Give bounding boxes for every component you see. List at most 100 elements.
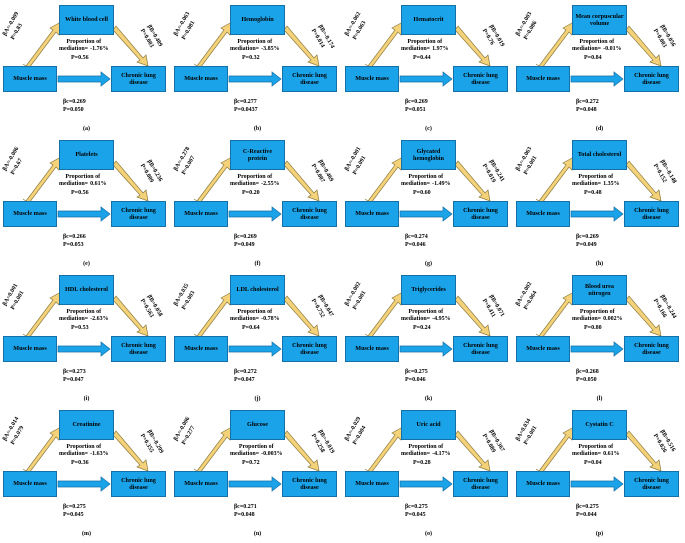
path-b-arrow (112, 430, 149, 472)
mediation-prefix: Proportion of (408, 309, 444, 315)
outcome-box: Chronic lung disease (453, 336, 508, 362)
mediation-line: mediation=0.61% (59, 181, 107, 188)
mediation-prefix: Proportion of (237, 309, 273, 315)
p-c-label: P=0.046 (405, 242, 426, 248)
p-c-label: P=0.050 (63, 107, 84, 113)
outcome-box: Chronic lung disease (282, 201, 337, 227)
outcome-box: Chronic lung disease (453, 201, 508, 227)
mediation-value: 0.002% (603, 316, 623, 323)
path-a-arrow (535, 156, 575, 204)
beta-c-label: βc=0.273 (63, 369, 86, 375)
mediation-line: mediation=-4.17% (401, 451, 451, 458)
path-b-arrow (112, 25, 149, 67)
path-a-arrow (364, 21, 404, 69)
mediator-box: Hematocrit (401, 5, 456, 35)
panel-label: (n) (253, 531, 262, 537)
mediation-value: -0.78% (261, 316, 280, 323)
mediation-p-value: P=0.80 (584, 325, 602, 331)
mediator-box: White blood cell (59, 5, 114, 35)
path-c-arrow (570, 206, 624, 222)
mediation-line: mediation=-1.76% (59, 46, 109, 53)
mediation-line: mediation=-4.95% (401, 316, 451, 323)
mediation-value: -4.17% (432, 451, 451, 458)
path-b-arrow (454, 25, 491, 67)
mediation-prefix: Proportion of (578, 174, 614, 180)
path-c-arrow (57, 341, 111, 357)
mediation-label: mediation= (572, 181, 602, 188)
mediation-prefix: Proportion of (66, 309, 102, 315)
beta-c-label: βc=0.269 (405, 99, 428, 105)
mediator-box: Total cholesterol (572, 140, 627, 170)
path-b-arrow (454, 295, 491, 337)
beta-c-label: βc=0.277 (234, 99, 257, 105)
path-b-arrow (625, 25, 662, 67)
path-c-arrow (570, 341, 624, 357)
path-c-arrow (57, 476, 111, 492)
p-c-label: P=0.051 (405, 107, 426, 113)
exposure-box: Muscle mass (345, 336, 399, 362)
path-a-arrow (364, 156, 404, 204)
mediation-prefix: Proportion of (238, 444, 274, 450)
exposure-box: Muscle mass (345, 201, 399, 227)
path-c-arrow (228, 476, 282, 492)
mediator-box: Mean corpuscular volume (572, 5, 627, 35)
beta-c-label: βc=0.268 (576, 369, 599, 375)
exposure-box: Muscle mass (516, 66, 570, 92)
mediation-prefix: Proportion of (579, 39, 615, 45)
mediation-prefix: Proportion of (408, 444, 444, 450)
beta-c-label: βc=0.275 (405, 369, 428, 375)
exposure-box: Muscle mass (174, 66, 228, 92)
path-b-arrow (454, 430, 491, 472)
mediation-p-value: P=0.24 (413, 325, 431, 331)
panel-label: (l) (596, 396, 603, 402)
path-c-arrow (399, 341, 453, 357)
exposure-box: Muscle mass (516, 471, 570, 497)
mediation-label: mediation= (230, 46, 260, 53)
path-arrows (22, 156, 149, 222)
mediation-value: 1.35% (603, 181, 620, 188)
mediation-label: mediation= (230, 316, 260, 323)
panel-label: (f) (254, 261, 261, 267)
p-c-label: P=0.048 (234, 512, 255, 518)
panel-label: (o) (425, 531, 432, 537)
mediation-line: mediation=-0.78% (230, 316, 280, 323)
mediation-prefix: Proportion of (66, 39, 102, 45)
path-c-arrow (57, 206, 111, 222)
exposure-box: Muscle mass (345, 66, 399, 92)
mediation-value: -0.01% (603, 46, 622, 53)
outcome-box: Chronic lung disease (282, 336, 337, 362)
path-a-arrow (193, 21, 233, 69)
path-c-arrow (228, 71, 282, 87)
path-c-arrow (570, 476, 624, 492)
path-a-arrow (22, 291, 62, 339)
path-b-arrow (625, 295, 662, 337)
exposure-box: Muscle mass (174, 471, 228, 497)
panel-label: (g) (425, 261, 432, 267)
path-a-arrow (364, 291, 404, 339)
mediation-value: -2.63% (90, 316, 109, 323)
mediator-box: Hemoglobin (230, 5, 285, 35)
panel-label: (m) (82, 531, 91, 537)
outcome-box: Chronic lung disease (111, 336, 166, 362)
p-c-label: P=0.049 (576, 242, 597, 248)
mediation-value: 0.61% (603, 451, 620, 458)
path-arrows (535, 426, 662, 492)
panel-label: (h) (595, 261, 604, 267)
mediation-p-value: P=0.84 (584, 55, 602, 61)
path-a-arrow (22, 156, 62, 204)
p-c-label: P=0.053 (63, 242, 84, 248)
path-c-arrow (570, 71, 624, 87)
